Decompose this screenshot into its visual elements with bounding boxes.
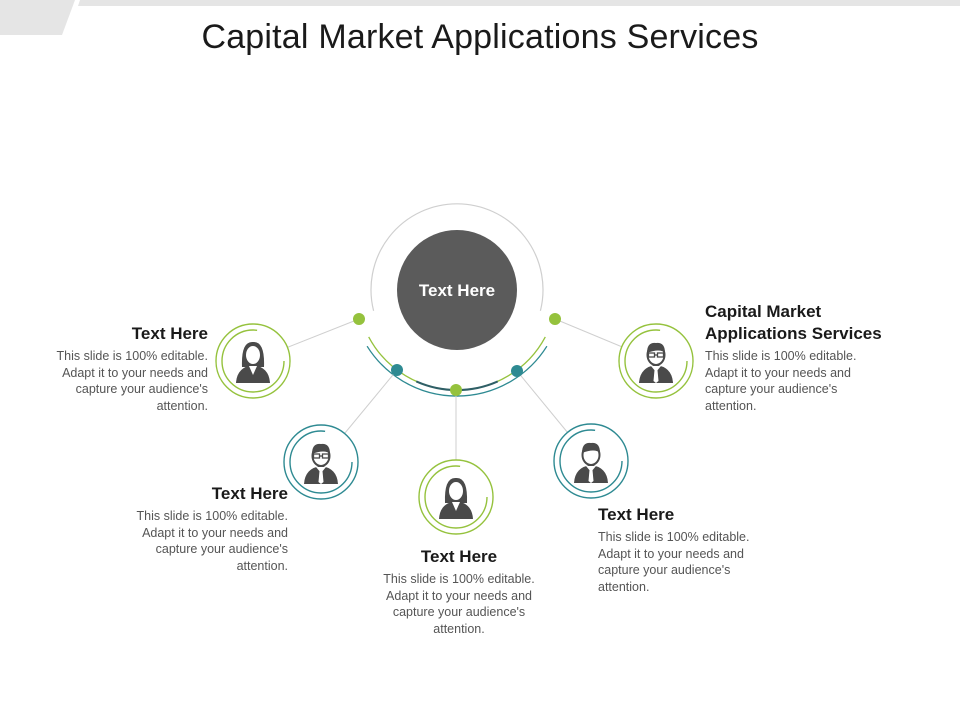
connector-dot-4 bbox=[511, 365, 523, 377]
hub-arc-teal bbox=[366, 345, 548, 397]
header-band bbox=[0, 0, 960, 35]
node-heading-1: Text Here bbox=[131, 324, 208, 343]
man-tie-avatar-icon bbox=[574, 442, 608, 483]
man-glasses-avatar-icon bbox=[639, 342, 673, 383]
node-body-3: This slide is 100% editable. Adapt it to… bbox=[383, 572, 535, 636]
node-text-5: Capital Market Applications Services Thi… bbox=[705, 301, 905, 414]
connector-dot-3 bbox=[450, 384, 462, 396]
page-title: Capital Market Applications Services bbox=[201, 18, 759, 56]
node-text-4: Text Here This slide is 100% editable. A… bbox=[598, 504, 798, 595]
node-text-2: Text Here This slide is 100% editable. A… bbox=[88, 483, 288, 574]
node-body-1: This slide is 100% editable. Adapt it to… bbox=[56, 349, 208, 413]
node-body-2: This slide is 100% editable. Adapt it to… bbox=[136, 509, 288, 573]
woman-avatar-icon bbox=[236, 341, 270, 383]
node-text-3: Text Here This slide is 100% editable. A… bbox=[359, 546, 559, 637]
connector-dot-2 bbox=[391, 364, 403, 376]
node-text-1: Text Here This slide is 100% editable. A… bbox=[8, 323, 208, 414]
node-heading-4: Text Here bbox=[598, 505, 675, 524]
hub-label: Text Here bbox=[419, 281, 495, 300]
hub-circle bbox=[397, 230, 517, 350]
woman-avatar-icon bbox=[439, 477, 473, 519]
man-glasses-avatar-icon bbox=[304, 443, 338, 484]
node-body-5: This slide is 100% editable. Adapt it to… bbox=[705, 349, 857, 413]
node-heading-3: Text Here bbox=[420, 547, 498, 566]
node-heading-2: Text Here bbox=[211, 484, 288, 503]
connector-dot-1 bbox=[353, 313, 365, 325]
hub-outer-arc bbox=[370, 203, 544, 311]
connector-dot-5 bbox=[549, 313, 561, 325]
node-heading-5: Capital Market Applications Services bbox=[705, 302, 882, 343]
node-body-4: This slide is 100% editable. Adapt it to… bbox=[598, 530, 750, 594]
